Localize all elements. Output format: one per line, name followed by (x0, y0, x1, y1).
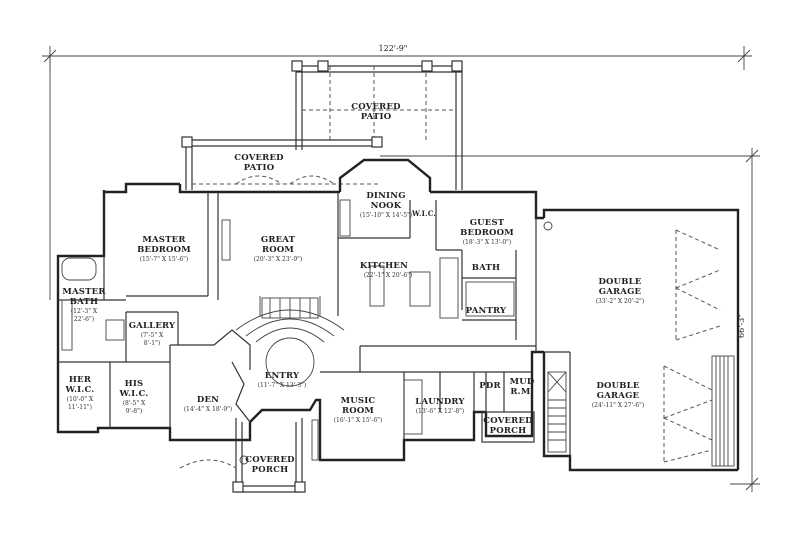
curved-staircase (235, 296, 345, 387)
her-wic-label-1: HER (69, 375, 92, 385)
gallery-dims-2: 8'-1") (144, 340, 160, 347)
garage-doors (663, 229, 735, 467)
master-bedroom-dims: (15'-7" X 15'-6") (140, 256, 189, 263)
front-covered-porch (179, 418, 306, 493)
covered-patio-top-label-1: COVERED (351, 102, 401, 112)
wic-kitchen-label: W.I.C. (411, 209, 436, 218)
guest-bedroom-dims: (18'-3" X 13'-0") (463, 239, 512, 246)
double-garage-1-label-1: DOUBLE (598, 277, 641, 287)
gallery-label: GALLERY (129, 321, 176, 331)
his-wic-label-2: W.I.C. (119, 389, 149, 399)
master-bath-label-2: BATH (70, 297, 98, 307)
kitchen-label: KITCHEN (360, 261, 408, 271)
covered-porch-front-label-2: PORCH (252, 465, 289, 475)
covered-patio-left-label-2: PATIO (244, 163, 275, 173)
covered-patio-top-label-2: PATIO (361, 112, 392, 122)
laundry-dims: (13'-6" X 12'-8") (416, 408, 465, 415)
kitchen-dims: (22'-1" X 20'-6") (364, 272, 413, 279)
pdr-label: PDR (479, 381, 501, 391)
guest-bedroom-label-2: BEDROOM (460, 228, 514, 238)
music-room-label-1: MUSIC (341, 396, 376, 406)
double-garage-2-dims: (24'-11" X 27'-6") (592, 402, 644, 409)
overall-depth-label: 66'-3" (737, 314, 746, 338)
covered-porch-right-label-2: PORCH (490, 426, 527, 436)
dining-nook-dims: (15'-10" X 14'-5") (360, 212, 412, 219)
bath-label: BATH (472, 263, 500, 273)
his-wic-dims-1: (8'-5" X (123, 400, 146, 407)
left-covered-patio (181, 136, 383, 190)
overall-width-label: 122'-9" (379, 44, 408, 53)
covered-porch-right-label-1: COVERED (483, 416, 533, 426)
right-covered-porch (481, 411, 535, 443)
pantry-label: PANTRY (466, 306, 507, 316)
double-garage-2-label-1: DOUBLE (596, 381, 639, 391)
garage-staircase (547, 371, 567, 453)
master-bath-label-1: MASTER (62, 287, 106, 297)
double-garage-1-label-2: GARAGE (599, 287, 642, 297)
dining-nook-label-1: DINING (366, 191, 405, 201)
entry-label: ENTRY (265, 371, 300, 381)
overall-width-dimension: 122'-9" (42, 44, 752, 300)
music-room-dims: (16'-1" X 15'-6") (334, 417, 383, 424)
top-covered-patio (291, 60, 463, 190)
her-wic-dims-2: 11'-11") (68, 404, 92, 411)
his-wic-dims-2: 9'-8") (126, 408, 142, 415)
room-labels: COVERED PATIO COVERED PATIO DINING NOOK … (62, 102, 644, 475)
den-dims: (14'-4" X 18'-9") (184, 406, 233, 413)
master-bath-dims-2: 22'-6") (74, 316, 94, 323)
master-bath-dims-1: (12'-3" X (71, 308, 98, 315)
guest-bedroom-label-1: GUEST (470, 218, 505, 228)
den-label: DEN (197, 395, 219, 405)
mud-rm-label-1: MUD (510, 377, 535, 387)
her-wic-label-2: W.I.C. (65, 385, 95, 395)
gallery-dims-1: (7'-5" X (141, 332, 164, 339)
covered-porch-front-label-1: COVERED (245, 455, 295, 465)
dining-nook-label-2: NOOK (371, 201, 402, 211)
exterior-walls (56, 158, 740, 472)
music-room-label-2: ROOM (342, 406, 374, 416)
master-bedroom-label-2: BEDROOM (137, 245, 191, 255)
mud-rm-label-2: R.M. (510, 387, 533, 397)
master-bedroom-label-1: MASTER (142, 235, 186, 245)
double-garage-1-dims: (33'-2" X 20'-2") (596, 298, 645, 305)
double-garage-2-label-2: GARAGE (597, 391, 640, 401)
overall-depth-dimension: 66'-3" (380, 148, 760, 492)
his-wic-label-1: HIS (125, 379, 144, 389)
entry-dims: (11'-7" X 13'-3") (258, 382, 307, 389)
laundry-label: LAUNDRY (415, 397, 465, 407)
great-room-label-1: GREAT (261, 235, 296, 245)
great-room-dims: (20'-3" X 23'-9") (254, 256, 303, 263)
her-wic-dims-1: (10'-0" X (67, 396, 94, 403)
great-room-label-2: ROOM (262, 245, 294, 255)
covered-patio-left-label-1: COVERED (234, 153, 284, 163)
fixtures (61, 199, 553, 461)
